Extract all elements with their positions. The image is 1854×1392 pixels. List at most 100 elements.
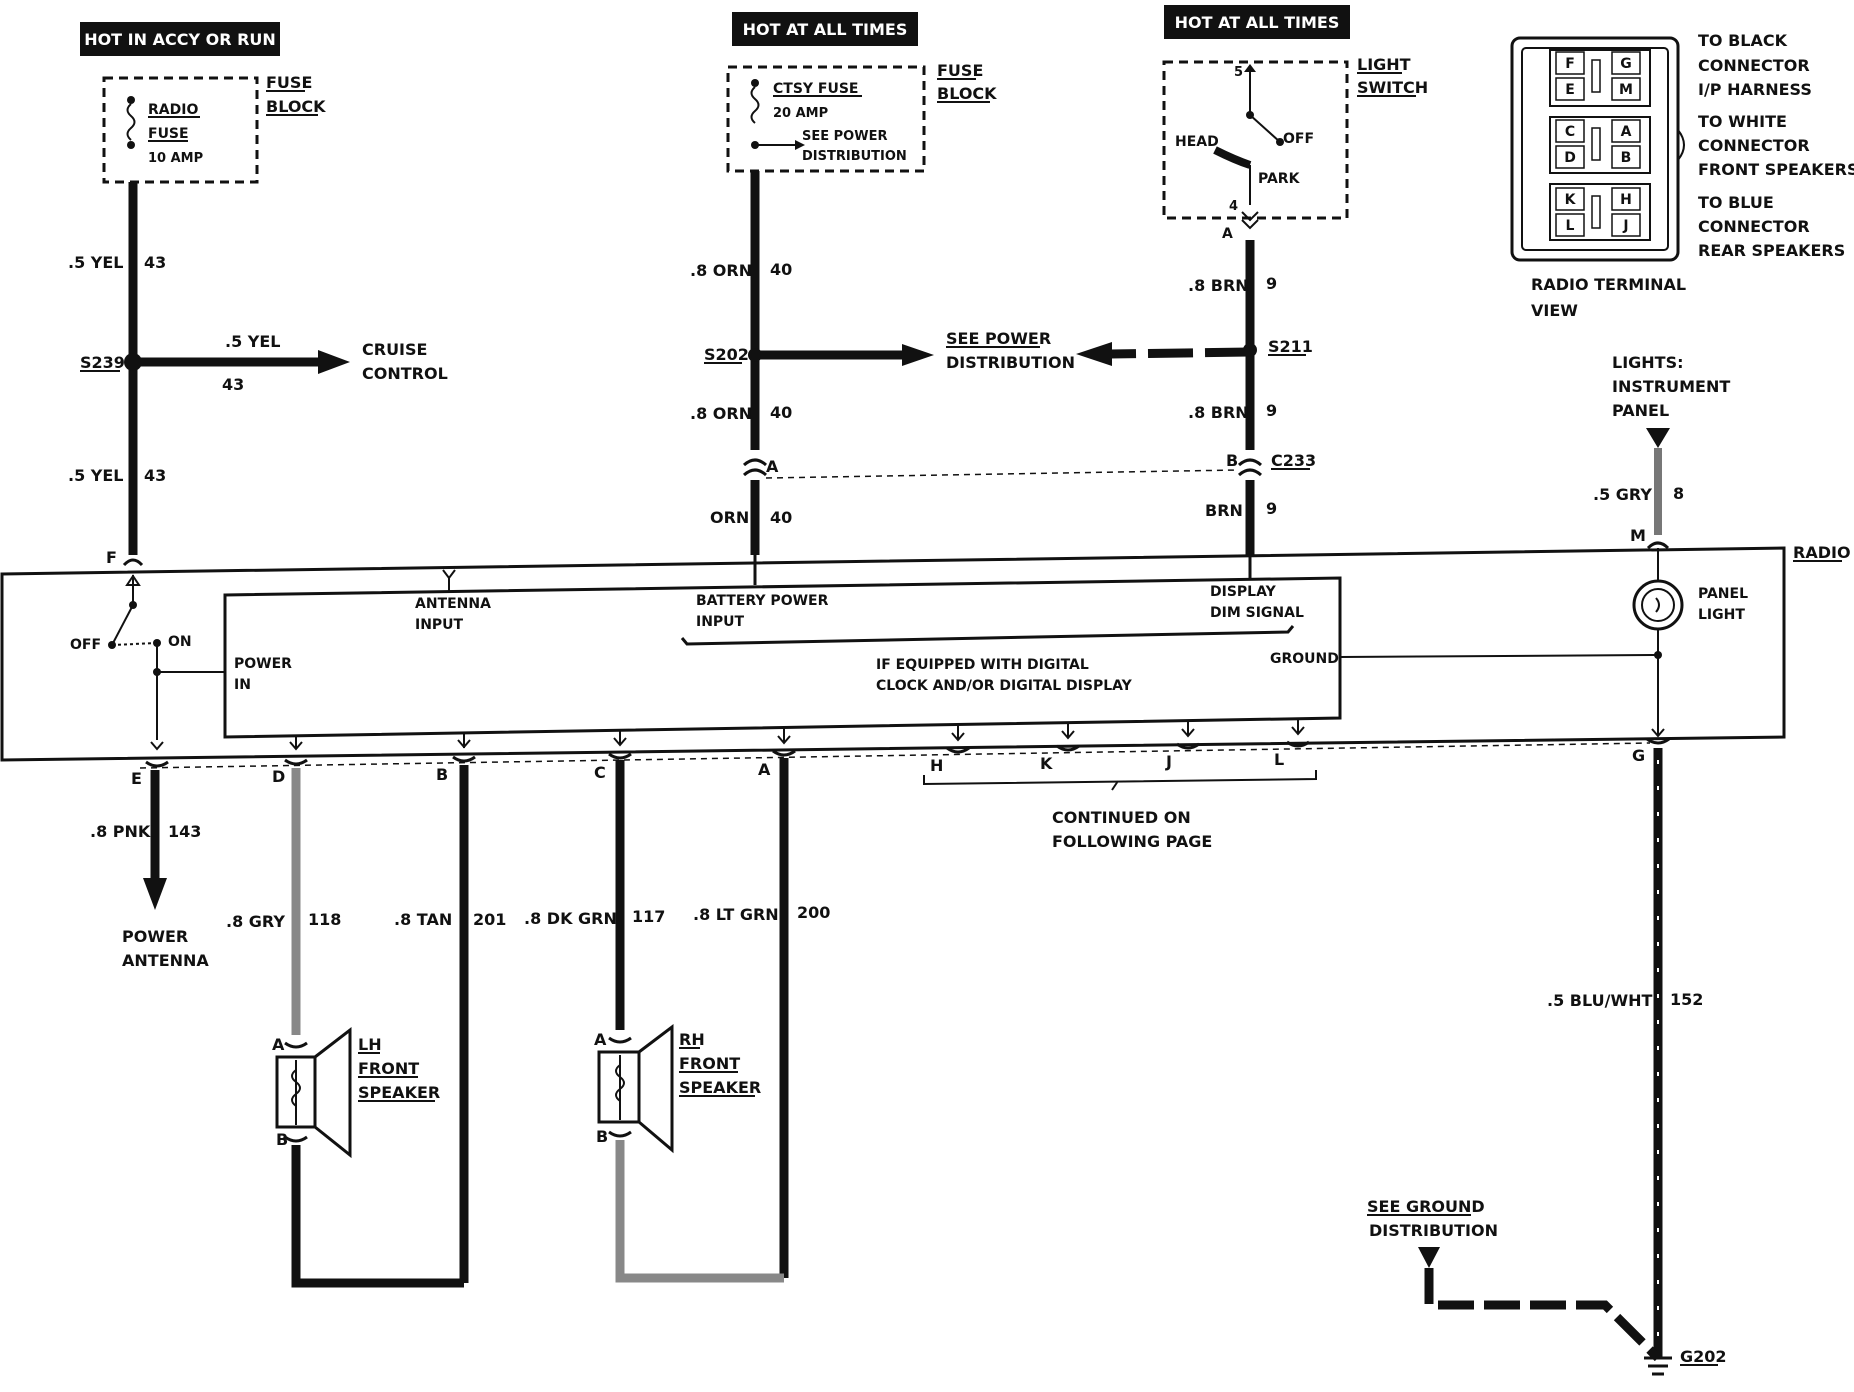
wire-8-num: 8 [1673, 484, 1684, 503]
rh-label-2: FRONT [679, 1054, 740, 1073]
lh-label-1: LH [358, 1035, 382, 1054]
radio-switch-off: OFF [70, 637, 101, 653]
terminal-pin-b: B [1621, 150, 1632, 166]
terminal-black-3: I/P HARNESS [1698, 80, 1812, 99]
wire-152: .5 BLU/WHT 152 [1547, 748, 1703, 1358]
terminal-caption-1: RADIO TERMINAL [1531, 275, 1686, 294]
wire-9: .8 BRN 9 S211 .8 BRN 9 B C233 BRN 9 [1076, 240, 1316, 555]
wire-201: .8 TAN 201 [291, 765, 506, 1288]
see-ground-2: DISTRIBUTION [1369, 1221, 1498, 1240]
wire-cruise-color: .5 YEL [225, 332, 281, 351]
lh-pin-b: B [276, 1130, 288, 1149]
ctsy-fuse-rating: 20 AMP [773, 106, 828, 121]
ctsy-distribution: DISTRIBUTION [802, 149, 907, 164]
wire-200: .8 LT GRN 200 [615, 758, 830, 1283]
terminal-black-1: TO BLACK [1698, 31, 1788, 50]
wire-143: .8 PNK 143 POWER ANTENNA [90, 770, 209, 970]
header-accy-run: HOT IN ACCY OR RUN [80, 22, 280, 56]
terminal-blue-1: TO BLUE [1698, 193, 1774, 212]
light-switch-off: OFF [1283, 131, 1314, 147]
continued-1: CONTINUED ON [1052, 808, 1191, 827]
wire-118-color: .8 GRY [226, 912, 285, 931]
terminal-white-3: FRONT SPEAKERS [1698, 160, 1854, 179]
terminal-pin-m: M [1619, 82, 1633, 98]
wire-43-bot-color: .5 YEL [68, 466, 124, 485]
terminal-pin-cells [1555, 51, 1641, 237]
rh-label-1: RH [679, 1030, 705, 1049]
wire-40-mid-num: 40 [770, 403, 792, 422]
terminal-caption-2: VIEW [1531, 301, 1578, 320]
light-switch-park: PARK [1258, 171, 1301, 187]
wire-8-color: .5 GRY [1593, 485, 1652, 504]
wire-117-color: .8 DK GRN [524, 909, 617, 928]
lh-front-speaker: A B LH FRONT SPEAKER [272, 1026, 440, 1159]
ground-label: GROUND [1270, 651, 1339, 667]
cruise-control-2: CONTROL [362, 364, 448, 383]
light-switch-conn-a: A [1222, 226, 1233, 242]
lh-label-3: SPEAKER [358, 1083, 440, 1102]
wire-43-top-num: 43 [144, 253, 166, 272]
digital-note-2: CLOCK AND/OR DIGITAL DISPLAY [876, 678, 1133, 694]
pin-e: E [131, 769, 142, 788]
ctsy-fuse-block: CTSY FUSE 20 AMP SEE POWER DISTRIBUTION … [726, 61, 997, 173]
radio-title: RADIO [1793, 543, 1851, 562]
wire-152-color: .5 BLU/WHT [1547, 991, 1652, 1010]
terminal-white-2: CONNECTOR [1698, 136, 1810, 155]
splice-s211: S211 [1268, 337, 1313, 356]
pin-a-c233: A [766, 457, 779, 476]
see-power-distribution: SEE POWER DISTRIBUTION [946, 329, 1075, 372]
header-all-times-2-text: HOT AT ALL TIMES [1175, 13, 1340, 32]
wire-200-color: .8 LT GRN [693, 905, 779, 924]
wire-8: LIGHTS: INSTRUMENT PANEL .5 GRY 8 M [1593, 353, 1730, 550]
radio-unit: RADIO OFF ON POWER IN ANTENNA INPUT BATT… [0, 543, 1851, 762]
power-in-2: IN [234, 677, 251, 693]
wire-cruise-num: 43 [222, 375, 244, 394]
terminal-pin-g: G [1620, 56, 1632, 72]
ctsy-see-power: SEE POWER [802, 129, 887, 144]
pin-b: B [436, 765, 448, 784]
ground-distribution: SEE GROUND DISTRIBUTION G202 [1367, 1197, 1727, 1376]
pin-b-c233: B [1226, 451, 1238, 470]
radio-terminal-view: F G E M C A D B K H L J TO BLACK CONNECT… [1510, 31, 1854, 320]
light-switch: 5 HEAD OFF PARK 4 LIGHT SWITCH A [1162, 55, 1428, 242]
terminal-blue-3: REAR SPEAKERS [1698, 241, 1845, 260]
wire-117: .8 DK GRN 117 [524, 760, 665, 1030]
pin-d: D [272, 767, 285, 786]
antenna-input-2: INPUT [415, 617, 464, 633]
header-all-times-2: HOT AT ALL TIMES [1164, 5, 1350, 39]
lights-2: INSTRUMENT [1612, 377, 1730, 396]
header-all-times-1-text: HOT AT ALL TIMES [743, 20, 908, 39]
terminal-blue-2: CONNECTOR [1698, 217, 1810, 236]
wire-200-num: 200 [797, 903, 830, 922]
wire-40-bot-color: ORN [710, 508, 749, 527]
display-dim-1: DISPLAY [1210, 584, 1277, 600]
pin-f: F [106, 548, 117, 567]
wire-40-top-num: 40 [770, 260, 792, 279]
wire-9-top-num: 9 [1266, 274, 1277, 293]
wire-9-bot-num: 9 [1266, 499, 1277, 518]
wire-118-num: 118 [308, 910, 341, 929]
display-dim-2: DIM SIGNAL [1210, 605, 1304, 621]
ctsy-fuse-name: CTSY FUSE [773, 81, 859, 97]
radio-fuse-block-label-1: FUSE [266, 73, 312, 92]
header-accy-run-text: HOT IN ACCY OR RUN [84, 30, 276, 49]
lights-3: PANEL [1612, 401, 1669, 420]
bottom-connector-dash [139, 742, 1651, 769]
digital-note-1: IF EQUIPPED WITH DIGITAL [876, 657, 1089, 673]
radio-fuse-name-2: FUSE [148, 126, 189, 142]
panel-light-1: PANEL [1698, 586, 1748, 602]
power-antenna-2: ANTENNA [122, 951, 209, 970]
power-antenna-1: POWER [122, 927, 188, 946]
wire-143-color: .8 PNK [90, 822, 151, 841]
pin-a: A [758, 760, 771, 779]
rh-label-3: SPEAKER [679, 1078, 761, 1097]
pin-g: G [1632, 746, 1645, 765]
wire-9-mid-num: 9 [1266, 401, 1277, 420]
terminal-pin-k: K [1565, 192, 1577, 208]
bottom-pins: E D B C A H K J L G CONTINUED ON FOLLOWI… [131, 737, 1670, 851]
ctsy-fuse-block-label-2: BLOCK [937, 84, 997, 103]
ground-g202: G202 [1680, 1347, 1727, 1366]
pin-l: L [1274, 750, 1284, 769]
rh-pin-b: B [596, 1127, 608, 1146]
